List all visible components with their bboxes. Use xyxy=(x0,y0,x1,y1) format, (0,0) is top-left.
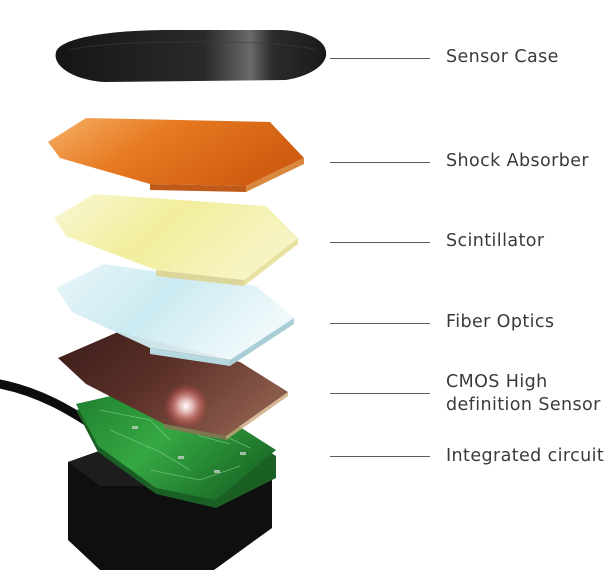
scintillator-layer xyxy=(54,194,298,286)
cmos-sensor-layer xyxy=(58,332,288,440)
label-cmos-line2: definition Sensor xyxy=(446,395,601,415)
label-cmos-line1: CMOS High xyxy=(446,372,548,392)
leader-line-scintillator xyxy=(330,242,430,243)
integrated-circuit-layer xyxy=(76,392,276,508)
label-shock-absorber: Shock Absorber xyxy=(446,151,589,171)
label-fiber-optics: Fiber Optics xyxy=(446,312,555,332)
sensor-case-layer xyxy=(55,30,327,82)
leader-line-integrated-circuit xyxy=(330,456,430,457)
label-scintillator: Scintillator xyxy=(446,231,545,251)
leader-line-cmos-sensor xyxy=(330,393,430,394)
label-integrated-circuit: Integrated circuit xyxy=(446,446,605,466)
leader-line-shock-absorber xyxy=(330,162,430,163)
leader-line-fiber-optics xyxy=(330,323,430,324)
label-sensor-case: Sensor Case xyxy=(446,47,559,67)
fiber-optics-layer xyxy=(56,264,294,366)
shock-absorber-layer xyxy=(48,118,304,192)
leader-line-sensor-case xyxy=(330,58,430,59)
